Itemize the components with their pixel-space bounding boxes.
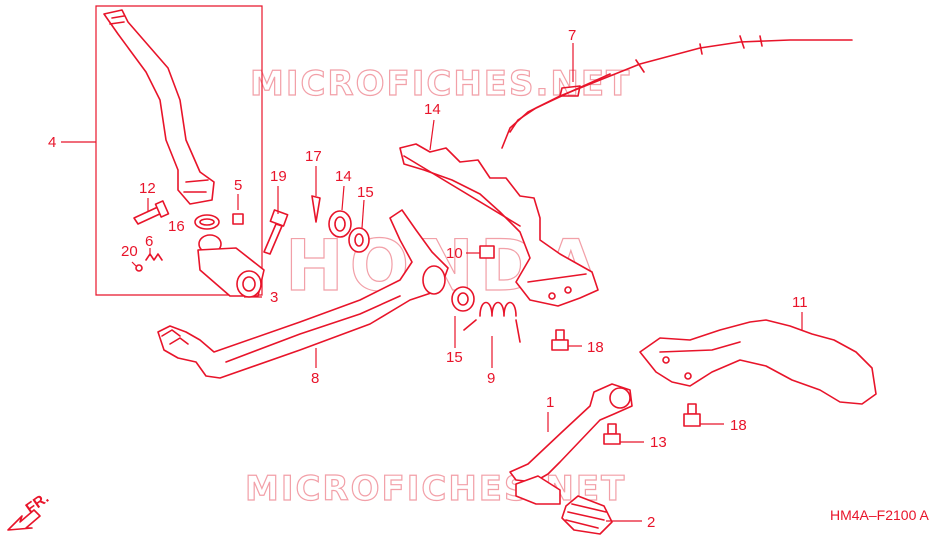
callout-15: 15 (357, 184, 374, 201)
callout-2: 2 (647, 514, 655, 531)
callout-9: 9 (487, 370, 495, 387)
watermark-top: MICROFICHES.NET (250, 64, 631, 104)
callout-7: 7 (568, 27, 576, 44)
footpeg-right (399, 143, 599, 307)
callout-18-a: 18 (587, 339, 604, 356)
ball-20 (135, 264, 143, 272)
bolt-18-a (551, 329, 569, 351)
brake-cable-7 (501, 35, 853, 149)
washer-16 (194, 214, 220, 230)
kick-starter-arm (103, 9, 215, 205)
cap-10 (479, 245, 495, 259)
bolt-12 (133, 200, 170, 225)
washer-15-lower (451, 286, 475, 312)
watermark-bottom: MICROFICHES.NET (245, 469, 626, 509)
pedal-boss (422, 265, 446, 295)
callout-14: 14 (335, 168, 352, 185)
callout-18-b: 18 (730, 417, 747, 434)
bolt-18-b (683, 403, 701, 427)
callout-14-top: 14 (424, 101, 441, 118)
shift-tip (515, 475, 561, 505)
bolt-13 (603, 423, 621, 445)
shift-pedal (509, 383, 633, 483)
washer-15 (348, 227, 370, 253)
callout-5: 5 (234, 177, 242, 194)
callout-8: 8 (311, 370, 319, 387)
washer-14 (328, 210, 352, 238)
callout-15-lower: 15 (446, 349, 463, 366)
spring-6 (145, 253, 163, 261)
front-arrow-icon: FR. (7, 489, 53, 531)
callout-17: 17 (305, 148, 322, 165)
bolt-19 (263, 209, 289, 255)
return-spring-9 (463, 301, 521, 343)
diagram-code: HM4A–F2100 A (830, 507, 929, 523)
footpeg-left (639, 319, 877, 405)
nut-5 (232, 213, 244, 225)
callout-12: 12 (139, 180, 156, 197)
callout-3: 3 (270, 289, 278, 306)
callout-11: 11 (792, 294, 808, 311)
cotter-pin-17 (311, 195, 321, 223)
kick-boss (197, 234, 265, 298)
shift-rubber (561, 495, 613, 535)
callout-6: 6 (145, 233, 153, 250)
callout-10: 10 (446, 245, 463, 262)
callout-13: 13 (650, 434, 667, 451)
callout-19: 19 (270, 168, 287, 185)
front-label: FR. (23, 489, 53, 517)
callout-4: 4 (48, 134, 56, 151)
callout-20: 20 (121, 243, 138, 260)
callout-1: 1 (546, 394, 554, 411)
assembly-bracket (95, 5, 263, 296)
callout-16: 16 (168, 218, 185, 235)
brake-pedal (157, 209, 449, 379)
